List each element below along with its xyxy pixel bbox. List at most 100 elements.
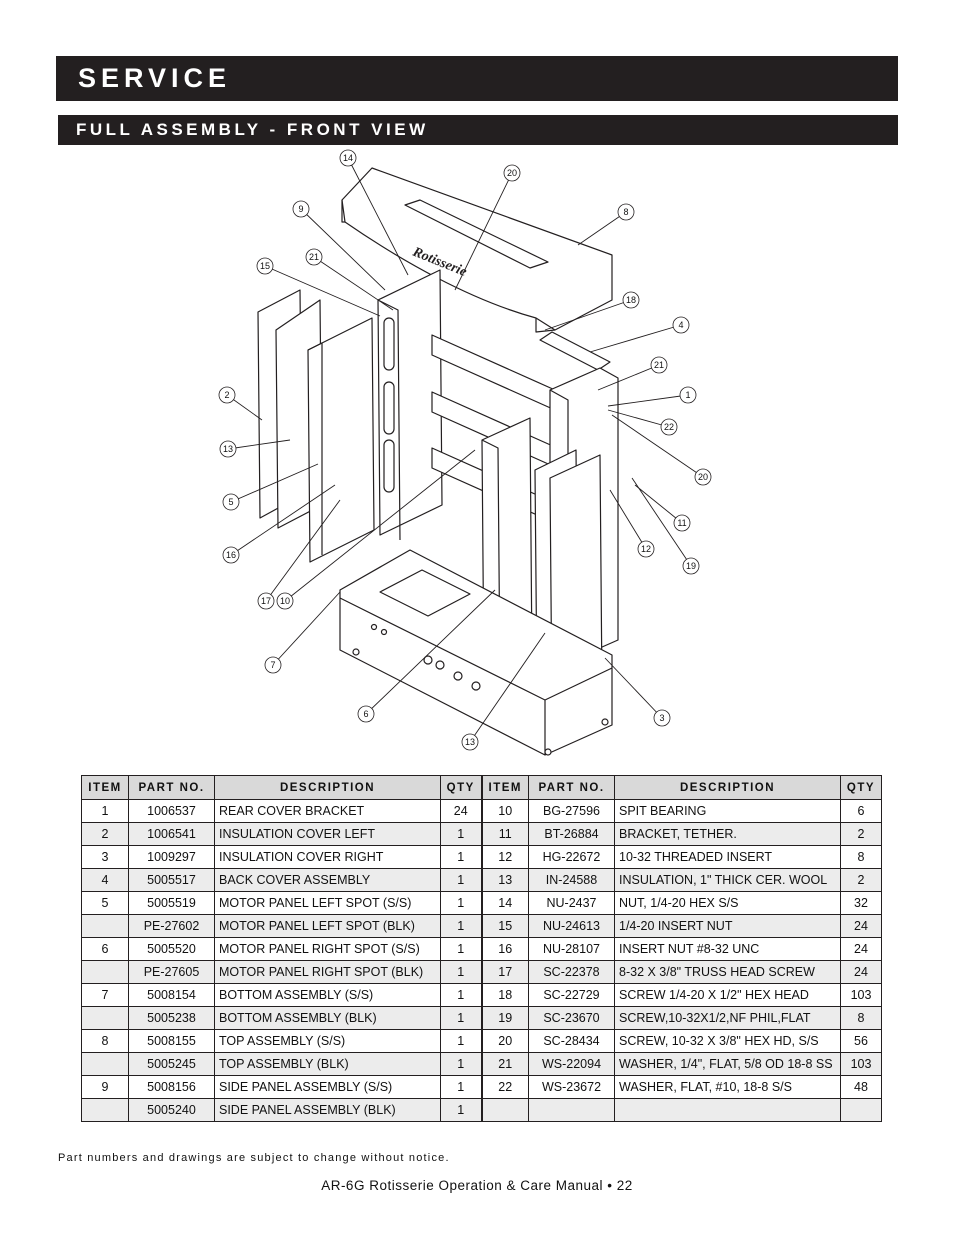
callout-number: 17 (261, 596, 271, 606)
callout-14: 14 (339, 149, 409, 276)
callout-circle (673, 514, 691, 532)
callout-leader-line (227, 439, 291, 450)
callout-number: 16 (226, 550, 236, 560)
callout-circle (637, 540, 655, 558)
column-header: PART NO. (128, 775, 215, 800)
table-cell: SC-22729 (528, 983, 615, 1007)
table-cell: 103 (840, 1052, 882, 1076)
table-cell: 1/4-20 INSERT NUT (614, 914, 841, 938)
callout-circle (222, 546, 240, 564)
callout-circle (357, 705, 375, 723)
table-cell: BT-26884 (528, 822, 615, 846)
table-cell: 1 (440, 983, 482, 1007)
callout-number: 22 (664, 422, 674, 432)
table-cell: 1 (440, 1052, 482, 1076)
callout-circle (653, 709, 671, 727)
callout-circle (276, 592, 294, 610)
table-cell: 24 (440, 799, 482, 823)
callout-4: 4 (589, 316, 690, 353)
callout-number: 21 (654, 360, 664, 370)
callout-circle (503, 164, 521, 182)
callout-number: 15 (260, 261, 270, 271)
table-cell: 5008156 (128, 1075, 215, 1099)
table-cell: 1 (440, 960, 482, 984)
table-cell: TOP ASSEMBLY (BLK) (214, 1052, 441, 1076)
table-cell: 24 (840, 937, 882, 961)
callout-1: 1 (607, 386, 697, 407)
table-cell: SIDE PANEL ASSEMBLY (S/S) (214, 1075, 441, 1099)
callout-leader-line (631, 477, 692, 567)
callout-circle (622, 291, 640, 309)
top-assembly-edge (341, 200, 556, 333)
callout-13: 13 (219, 439, 291, 458)
table-cell: NUT, 1/4-20 HEX S/S (614, 891, 841, 915)
callout-leader-line (265, 499, 341, 602)
callout-circle (218, 386, 236, 404)
callout-19: 19 (631, 477, 700, 575)
table-cell: 6 (81, 937, 129, 961)
table-cell: PE-27605 (128, 960, 215, 984)
table-cell (81, 914, 129, 938)
table-cell: BG-27596 (528, 799, 615, 823)
callout-number: 2 (224, 390, 229, 400)
center-frame-bar-1 (431, 334, 556, 411)
callout-21: 21 (597, 356, 668, 391)
subsection-title: FULL ASSEMBLY - FRONT VIEW (76, 120, 429, 139)
table-cell: BOTTOM ASSEMBLY (BLK) (214, 1006, 441, 1030)
table-cell (614, 1098, 841, 1122)
callout-circle (617, 203, 635, 221)
callout-12: 12 (609, 489, 655, 558)
callout-leader-line (611, 414, 704, 478)
back-cover (539, 331, 611, 371)
callout-circle (222, 493, 240, 511)
callout-circle (672, 316, 690, 334)
table-cell: 5008155 (128, 1029, 215, 1053)
table-cell: 8 (840, 1006, 882, 1030)
callout-leader-line (230, 463, 319, 503)
callout-leader-line (284, 449, 476, 602)
table-cell: 1 (440, 868, 482, 892)
callout-17: 17 (257, 499, 341, 610)
table-cell: 14 (480, 891, 529, 915)
column-header: QTY (840, 775, 882, 800)
callout-leader-line (634, 484, 683, 524)
table-cell: INSULATION COVER RIGHT (214, 845, 441, 869)
callout-20: 20 (454, 164, 521, 291)
table-cell: WS-23672 (528, 1075, 615, 1099)
table-cell: 5005245 (128, 1052, 215, 1076)
callout-5: 5 (222, 463, 319, 511)
callout-circle (339, 149, 357, 167)
column-header: DESCRIPTION (214, 775, 441, 800)
callout-number: 3 (659, 713, 664, 723)
callout-2: 2 (218, 386, 263, 421)
table-cell: 5 (81, 891, 129, 915)
table-cell: 1 (440, 822, 482, 846)
callout-number: 19 (686, 561, 696, 571)
column-header: ITEM (480, 775, 529, 800)
callout-13: 13 (461, 632, 546, 751)
callout-number: 14 (343, 153, 353, 163)
callout-leader-line (469, 632, 546, 743)
table-cell (81, 1006, 129, 1030)
callout-16: 16 (222, 484, 336, 564)
table-cell: 1 (440, 1029, 482, 1053)
callout-11: 11 (634, 484, 691, 532)
callout-21: 21 (305, 248, 394, 311)
callout-circle (660, 418, 678, 436)
callout-circle (257, 592, 275, 610)
table-cell: NU-2437 (528, 891, 615, 915)
table-cell: 18 (480, 983, 529, 1007)
callout-number: 9 (298, 204, 303, 214)
table-cell: 16 (480, 937, 529, 961)
callout-number: 5 (228, 497, 233, 507)
table-cell: 21 (480, 1052, 529, 1076)
